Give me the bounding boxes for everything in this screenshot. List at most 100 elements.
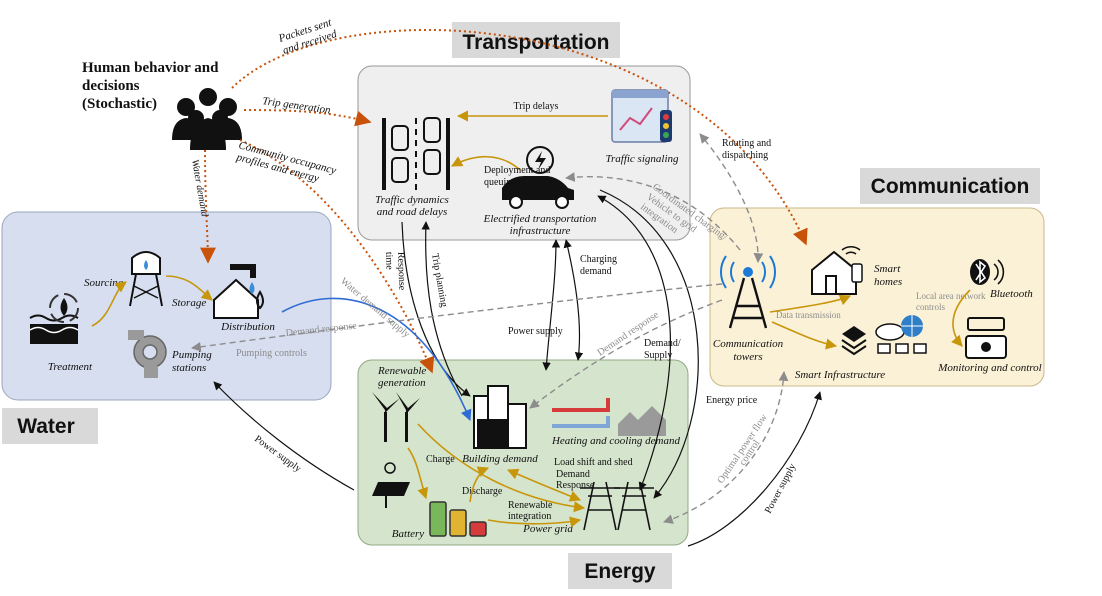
lan-label-2: controls bbox=[916, 302, 945, 312]
towers-label-2: towers bbox=[733, 351, 762, 363]
traffic-signaling-icon bbox=[611, 89, 672, 143]
traffic-road-icon bbox=[382, 117, 450, 190]
trip-generation-label: Trip generation bbox=[262, 95, 332, 117]
charging-demand-label-1: Charging bbox=[580, 254, 617, 265]
storage-arrow bbox=[165, 275, 213, 301]
sourcing-arrow bbox=[91, 281, 127, 327]
optimal-power-dashed-arrow bbox=[663, 371, 789, 524]
treatment-label: Treatment bbox=[48, 361, 93, 373]
towers-label-1: Communication bbox=[713, 338, 784, 350]
response-time-label-2: time bbox=[383, 252, 395, 271]
people-group-icon bbox=[172, 88, 242, 150]
battery-to-grid-arrow bbox=[487, 516, 582, 528]
power-supply-left-arrow bbox=[213, 381, 355, 491]
water-to-building-arrow bbox=[281, 297, 472, 422]
renewable-label-1: Renewable bbox=[377, 365, 426, 377]
water-tower-icon bbox=[129, 251, 163, 307]
smart-infrastructure-icon bbox=[841, 315, 927, 356]
traffic-dynamics-label-2: and road delays bbox=[377, 206, 447, 218]
human-label-line3: (Stochastic) bbox=[82, 96, 157, 112]
lan-label-1: Local area network bbox=[916, 291, 986, 301]
water-panel bbox=[1, 211, 332, 401]
sourcing-label: Sourcing bbox=[84, 277, 124, 289]
response-time-label-1: Response bbox=[395, 252, 407, 291]
heating-label: Heating and cooling demand bbox=[551, 435, 681, 447]
water-title: Water bbox=[17, 415, 75, 438]
demand-response-mid-arrow bbox=[529, 299, 723, 409]
smart-infra-label: Smart Infrastructure bbox=[795, 369, 885, 381]
electric-car-icon bbox=[502, 146, 574, 209]
community-dotted-arrow bbox=[239, 139, 435, 374]
data-transmission-label: Data transmission bbox=[776, 310, 841, 320]
power-supply-mid-label: Power supply bbox=[508, 326, 563, 337]
demand-supply-arrow bbox=[597, 195, 671, 491]
routing-label-2: dispatching bbox=[722, 150, 768, 161]
renewable-int-label-1: Renewable bbox=[508, 500, 553, 511]
monitoring-icon bbox=[965, 317, 1007, 359]
smart-home-icon bbox=[811, 246, 863, 295]
smart-homes-label-1: Smart bbox=[874, 263, 901, 275]
pump-icon bbox=[128, 330, 167, 378]
smart-homes-label-2: homes bbox=[874, 276, 902, 288]
etransport-label-2: infrastructure bbox=[510, 225, 571, 237]
bluetooth-icon bbox=[970, 259, 1005, 285]
etransport-label-1: Electrified transportation bbox=[483, 213, 597, 225]
trip-planning-arrow bbox=[421, 221, 463, 397]
demand-label: Demand bbox=[556, 469, 590, 480]
battery-label: Battery bbox=[392, 528, 424, 540]
monitoring-label: Monitoring and control bbox=[937, 362, 1041, 374]
load-shift-arrow bbox=[506, 468, 582, 502]
discharge-arrow bbox=[469, 466, 490, 503]
power-grid-label: Power grid bbox=[522, 523, 573, 535]
demand-supply-label-1: Demand/ bbox=[644, 338, 681, 349]
smart-infra-arrow bbox=[771, 321, 838, 350]
routing-label-1: Routing and bbox=[722, 138, 771, 149]
deployment-label-1: Deployment and bbox=[484, 165, 550, 176]
communication-title-box bbox=[860, 168, 1040, 204]
lan-arrow bbox=[951, 289, 971, 347]
load-shift-label: Load shift and shed bbox=[554, 457, 633, 468]
renewable-int-label-2: integration bbox=[508, 511, 551, 522]
trip-delays-label: Trip delays bbox=[514, 101, 559, 112]
pumping-label-2: stations bbox=[172, 362, 206, 374]
energy-title: Energy bbox=[584, 560, 656, 583]
trip-planning-label: Trip planning bbox=[429, 253, 449, 308]
bluetooth-label: Bluetooth bbox=[990, 288, 1033, 300]
power-supply-right-arrow bbox=[687, 391, 822, 547]
energy-price-label: Energy price bbox=[706, 395, 758, 406]
water-demand-label: Water demand bbox=[189, 159, 210, 219]
transportation-title-box bbox=[452, 22, 620, 58]
storage-label: Storage bbox=[172, 297, 206, 309]
optimal-label-1: Optimal power flow bbox=[715, 412, 770, 486]
power-tower-icon bbox=[580, 481, 654, 531]
wind-turbine-icon bbox=[372, 392, 420, 442]
charge-arrow bbox=[407, 447, 429, 500]
power-supply-mid-arrow bbox=[542, 239, 561, 371]
response-time-arrow bbox=[401, 221, 471, 397]
discharge-label: Discharge bbox=[462, 486, 503, 497]
routing-dashed-arrow bbox=[699, 133, 764, 263]
human-label-line2: decisions bbox=[82, 78, 140, 94]
building-demand-label: Building demand bbox=[462, 453, 538, 465]
demand-supply-label-2: Supply bbox=[644, 350, 672, 361]
solar-panel-icon bbox=[372, 462, 410, 508]
treatment-icon bbox=[29, 293, 79, 344]
charging-demand-arrow bbox=[563, 239, 584, 361]
response-label: Response bbox=[556, 480, 595, 491]
coordinated-dashed-arrow bbox=[565, 172, 741, 251]
water-demand-dotted-arrow bbox=[199, 149, 216, 264]
energy-title-box bbox=[568, 553, 672, 589]
traffic-dynamics-label-1: Traffic dynamics bbox=[375, 194, 449, 206]
charge-label: Charge bbox=[426, 454, 455, 465]
deployment-label-2: queuing bbox=[484, 177, 516, 188]
pumping-controls-label: Pumping controls bbox=[236, 348, 307, 359]
charging-demand-label-2: demand bbox=[580, 266, 612, 277]
human-label-line1: Human behavior and bbox=[82, 60, 219, 76]
renewable-to-grid-arrow bbox=[417, 423, 586, 513]
distribution-house-icon bbox=[213, 264, 264, 319]
battery-icon bbox=[429, 501, 487, 537]
renewable-label-2: generation bbox=[378, 377, 426, 389]
distribution-label: Distribution bbox=[220, 321, 275, 333]
buildings-icon bbox=[473, 385, 527, 449]
transportation-title: Transportation bbox=[462, 31, 609, 54]
